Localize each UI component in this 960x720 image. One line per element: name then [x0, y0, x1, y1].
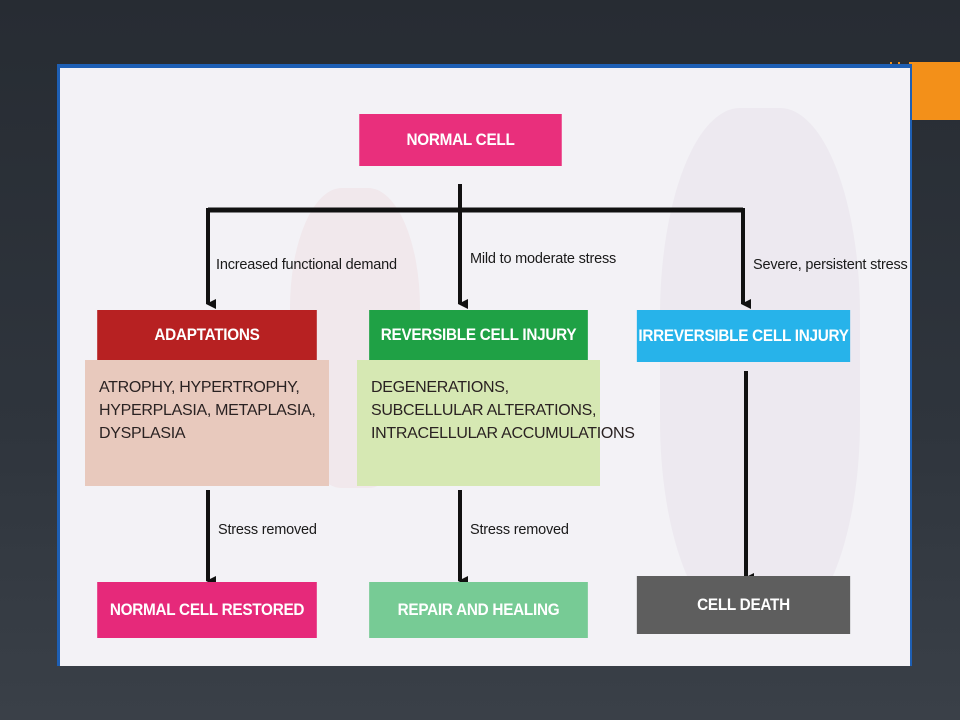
edge-label-stress-removed-2: Stress removed	[470, 522, 569, 538]
detail-line: INTRACELLULAR ACCUMULATIONS	[371, 425, 635, 442]
node-adaptations-details: ATROPHY, HYPERTROPHY, HYPERPLASIA, METAP…	[85, 360, 329, 486]
edge-label-mild-stress: Mild to moderate stress	[470, 251, 617, 267]
edge-label-stress-removed-1: Stress removed	[218, 522, 317, 538]
node-adaptations-header: ADAPTATIONS	[97, 310, 317, 360]
node-irreversible-header: IRREVERSIBLE CELL INJURY	[636, 310, 851, 362]
diagram-photo: NORMAL CELL Increased functional demand …	[57, 64, 912, 666]
background-ghost	[660, 108, 860, 628]
edge-label-severe-stress: Severe, persistent stress	[753, 257, 908, 273]
connector-arrows	[206, 184, 754, 586]
node-reversible-details: DEGENERATIONS, SUBCELLULAR ALTERATIONS, …	[357, 360, 635, 486]
node-repair-and-healing: REPAIR AND HEALING	[369, 582, 588, 638]
accent-bar	[909, 62, 960, 120]
detail-line: DEGENERATIONS,	[371, 379, 509, 396]
node-normal-cell-restored: NORMAL CELL RESTORED	[97, 582, 317, 638]
node-normal-cell: NORMAL CELL	[359, 114, 562, 166]
detail-line: ATROPHY, HYPERTROPHY,	[99, 379, 300, 396]
detail-line: DYSPLASIA	[99, 425, 186, 442]
node-reversible-header: REVERSIBLE CELL INJURY	[369, 310, 588, 360]
edge-label-increased-demand: Increased functional demand	[216, 257, 397, 273]
detail-line: SUBCELLULAR ALTERATIONS,	[371, 402, 597, 419]
node-cell-death: CELL DEATH	[636, 576, 851, 634]
detail-line: HYPERPLASIA, METAPLASIA,	[99, 402, 316, 419]
